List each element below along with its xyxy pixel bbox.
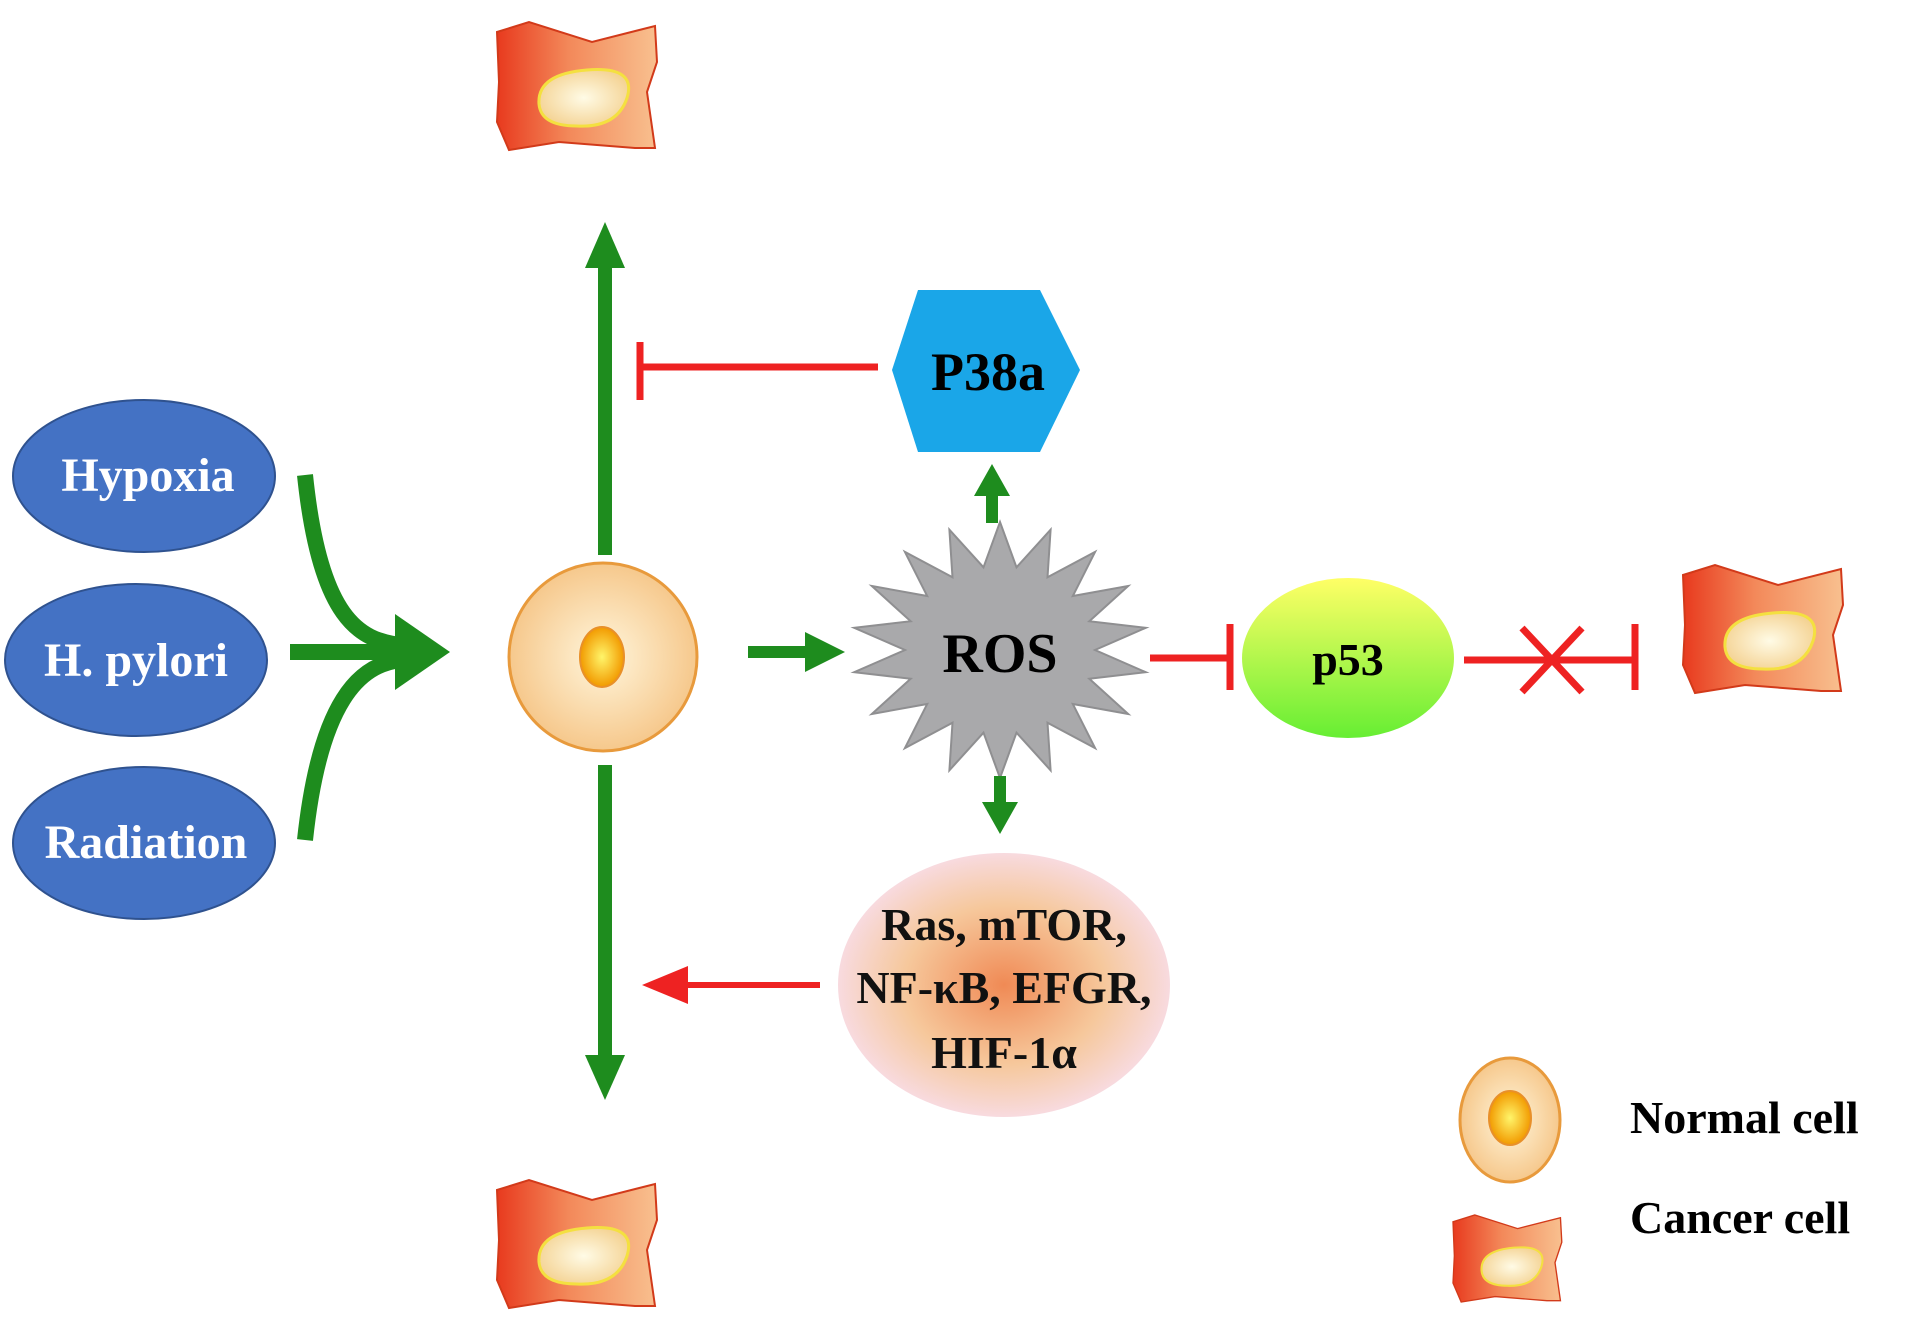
targets-line-1: Ras, mTOR, bbox=[881, 899, 1127, 950]
targets-line-2: NF-κB, EFGR, bbox=[856, 962, 1151, 1013]
hypoxia-label: Hypoxia bbox=[61, 449, 234, 502]
p53-node: p53 bbox=[1242, 578, 1454, 738]
radiation-node: Radiation bbox=[12, 766, 276, 920]
ros-node: ROS bbox=[850, 519, 1150, 781]
p53-label: p53 bbox=[1312, 634, 1384, 685]
p38a-label: P38a bbox=[931, 342, 1045, 402]
hypoxia-node: Hypoxia bbox=[12, 399, 276, 553]
cell-to-ros-arrowhead bbox=[805, 632, 845, 672]
right-cancer-cell bbox=[1681, 563, 1845, 695]
targets-node: Ras, mTOR, NF-κB, EFGR, HIF-1α bbox=[838, 853, 1170, 1117]
stimuli-converging-arrow bbox=[290, 474, 402, 841]
stimuli-arrowhead bbox=[395, 614, 450, 690]
p38a-inhibition bbox=[636, 342, 878, 400]
legend-cancer-cell-icon bbox=[1451, 1213, 1563, 1304]
ros-p53-inhibition bbox=[1150, 624, 1234, 690]
legend-cancer-cell-label: Cancer cell bbox=[1630, 1192, 1850, 1243]
ros-to-p38a-arrowhead bbox=[974, 464, 1010, 496]
ros-to-targets-arrowhead bbox=[982, 802, 1018, 834]
p38a-node: P38a bbox=[892, 290, 1080, 452]
legend: Normal cell Cancer cell bbox=[1451, 1056, 1859, 1304]
ros-label: ROS bbox=[942, 623, 1057, 685]
targets-line-3: HIF-1α bbox=[931, 1027, 1077, 1078]
up-arrowhead bbox=[585, 222, 625, 268]
bottom-cancer-cell bbox=[495, 1178, 659, 1310]
legend-normal-cell-label: Normal cell bbox=[1630, 1092, 1859, 1143]
radiation-label: Radiation bbox=[45, 816, 248, 869]
legend-normal-cell-icon bbox=[1458, 1056, 1562, 1184]
h-pylori-node: H. pylori bbox=[4, 583, 268, 737]
h-pylori-label: H. pylori bbox=[44, 634, 228, 687]
targets-to-cell-arrowhead bbox=[642, 966, 688, 1004]
top-cancer-cell bbox=[495, 20, 659, 152]
p53-blocked-inhibition bbox=[1464, 624, 1639, 695]
down-arrowhead bbox=[585, 1055, 625, 1100]
central-normal-cell bbox=[507, 561, 699, 753]
